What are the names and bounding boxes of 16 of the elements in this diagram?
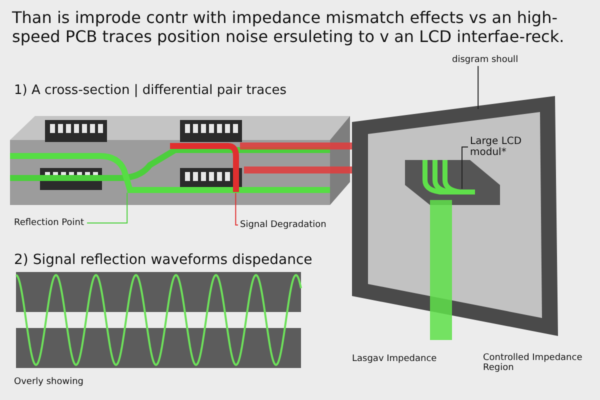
leader-line — [86, 192, 128, 224]
leader-line — [478, 66, 479, 110]
diagram-title: Than is improde contr with impedance mismatch effects vs an high-speed PCB traces position noise ersuleting to v an LCD interfae-reck. — [12, 8, 566, 46]
note-text: Overly showing — [14, 377, 84, 387]
section-heading: 2) Signal reflection waveforms dispedance — [14, 252, 312, 268]
leader-line — [462, 146, 468, 190]
callout-label: Signal Degradation — [240, 220, 326, 230]
callout-label: disgram shoull — [452, 55, 518, 65]
section-heading: 1) A cross-section | differential pair traces — [14, 83, 287, 98]
callout-label: Reflection Point — [14, 218, 84, 228]
signal-trace — [168, 142, 240, 194]
callout-label: Controlled Impedance Region — [483, 353, 584, 373]
callout-label: Lasgav Impedance — [352, 354, 437, 364]
callout-label: Large LCD modul* — [470, 136, 550, 158]
lcd-connector — [405, 160, 500, 340]
leader-line — [235, 192, 238, 226]
